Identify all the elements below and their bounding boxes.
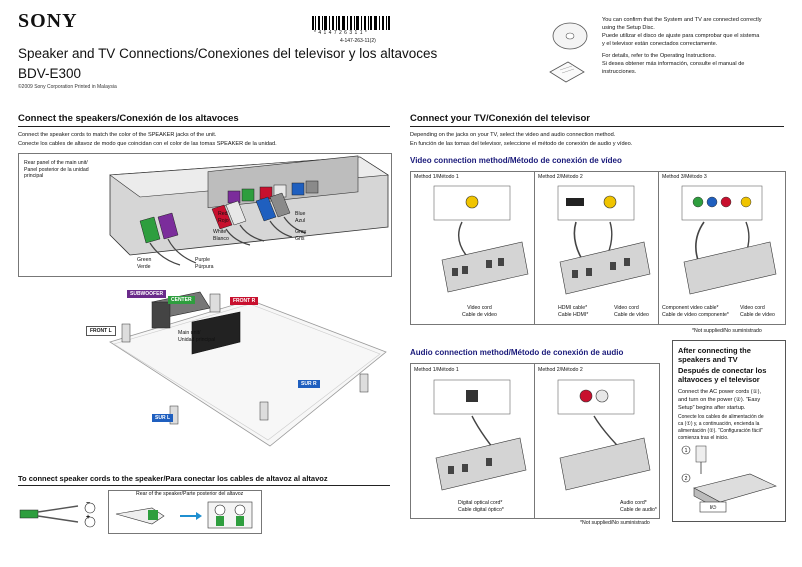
divider bbox=[18, 126, 390, 127]
tag-sur-l: SUR L bbox=[152, 414, 173, 422]
divider bbox=[18, 485, 390, 486]
copyright: ©2009 Sony Corporation Printed in Malays… bbox=[18, 84, 117, 90]
brand-logo: SONY bbox=[18, 10, 78, 32]
divider bbox=[410, 126, 784, 127]
cords-heading: To connect speaker cords to the speaker/… bbox=[18, 474, 328, 483]
speaker-layout-illustration bbox=[109, 291, 387, 447]
video-method-2-illustration bbox=[557, 185, 651, 295]
power-illustration: 1 2 I/⏻ bbox=[681, 445, 777, 513]
optical-cord-label: Digital optical cord*Cable digital óptic… bbox=[458, 500, 504, 513]
video-method-3-illustration bbox=[681, 185, 777, 295]
main-unit-label: Main unit/Unidad principal bbox=[178, 330, 216, 343]
model-number: BDV-E300 bbox=[18, 66, 82, 81]
rear-speaker-label: Rear of the speaker/Parte posterior del … bbox=[136, 491, 244, 497]
video-heading: Video connection method/Método de conexi… bbox=[410, 156, 622, 165]
page-title: Speaker and TV Connections/Conexiones de… bbox=[18, 46, 438, 61]
tag-center: CENTER bbox=[168, 296, 195, 304]
audio-cord-label: Audio cord*Cable de audio* bbox=[620, 500, 657, 513]
tv-desc-es: En función de las tomas del televisor, s… bbox=[410, 141, 633, 147]
after-text-en: Connect the AC power cords (①),and turn … bbox=[678, 389, 762, 411]
rear-panel-illustration bbox=[109, 155, 389, 266]
rear-panel-label: Rear panel of the main unit/ Panel poste… bbox=[24, 160, 89, 179]
setup-note: You can confirm that the System and TV a… bbox=[602, 17, 762, 75]
hdmi-cable-label: HDMI cable*Cable HDMI* bbox=[558, 305, 589, 318]
video-method-1-label: Method 1/Método 1 bbox=[414, 174, 459, 180]
svg-text:1: 1 bbox=[685, 448, 688, 454]
after-connecting-panel bbox=[672, 340, 786, 522]
power-button-icon bbox=[699, 501, 727, 513]
svg-text:I/⏻: I/⏻ bbox=[710, 505, 717, 511]
video-method-2-label: Method 2/Método 2 bbox=[538, 174, 583, 180]
video-method-1-illustration bbox=[433, 185, 529, 293]
audio-method-2-illustration bbox=[557, 379, 651, 491]
minus-sign: − bbox=[86, 500, 91, 507]
speakers-heading: Connect the speakers/Conexión de los alt… bbox=[18, 113, 239, 124]
not-supplied-note: *Not supplied/No suministrado bbox=[692, 328, 762, 334]
speakers-desc-en: Connect the speaker cords to match the c… bbox=[18, 132, 217, 138]
tv-heading: Connect your TV/Conexión del televisor bbox=[410, 113, 591, 124]
part-number: 4-147-263-11(2) bbox=[340, 38, 376, 44]
tag-sur-r: SUR R bbox=[298, 380, 320, 388]
tag-subwoofer: SUBWOOFER bbox=[127, 290, 167, 298]
svg-text:2: 2 bbox=[685, 476, 688, 482]
not-supplied-note-2: *Not supplied/No suministrado bbox=[580, 520, 650, 526]
plug-icon bbox=[695, 445, 707, 463]
tag-front-l: FRONT L bbox=[86, 326, 116, 336]
tag-front-r: FRONT R bbox=[230, 297, 259, 305]
audio-method-2-label: Method 2/Método 2 bbox=[538, 367, 583, 373]
audio-heading: Audio connection method/Método de conexi… bbox=[410, 348, 624, 357]
audio-method-1-illustration bbox=[433, 379, 527, 491]
tv-desc-en: Depending on the jacks on your TV, selec… bbox=[410, 132, 616, 138]
arrow-right-icon bbox=[196, 512, 202, 520]
audio-method-1-label: Method 1/Método 1 bbox=[414, 367, 459, 373]
video-method-3-label: Method 3/Método 3 bbox=[662, 174, 707, 180]
component-cable-label: Component video cable*Cable de vídeo com… bbox=[662, 305, 729, 318]
plus-sign: + bbox=[86, 514, 91, 521]
speaker-terminal-illustration bbox=[115, 501, 253, 529]
barcode-icon bbox=[312, 16, 390, 30]
speakers-desc-es: Conecte los cables de altavoz de modo qu… bbox=[18, 141, 277, 147]
disc-icon bbox=[552, 22, 588, 50]
barcode-text: * 4 1 4 7 2 6 3 1 1 * bbox=[314, 30, 368, 36]
manual-icon bbox=[549, 61, 585, 83]
speaker-cord-illustration bbox=[19, 502, 96, 528]
